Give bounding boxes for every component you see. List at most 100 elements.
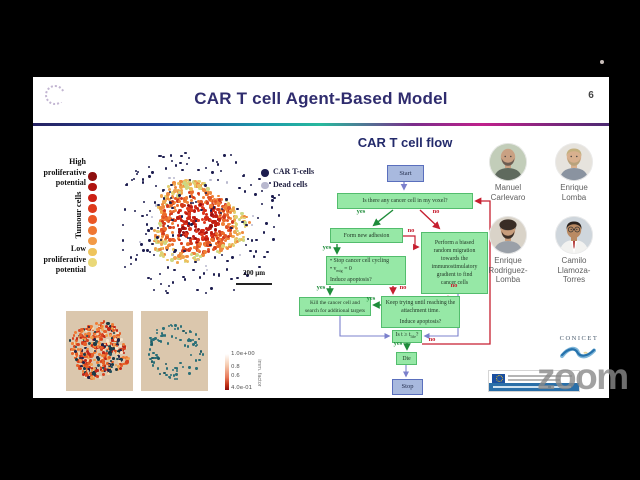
tumour-cell-dot	[219, 248, 223, 252]
tumour-cell-dot	[195, 240, 199, 244]
cart-cell-dot	[204, 191, 208, 195]
tumour-cell-dot	[180, 233, 184, 237]
colony-cell-dot	[84, 372, 89, 376]
cart-cell-dot	[174, 366, 177, 369]
dead-legend-dot	[261, 181, 269, 189]
tumour-cell-dot	[204, 199, 208, 203]
colony-cell-dot	[120, 364, 123, 368]
colony-cell-dot	[119, 344, 123, 348]
tumour-cell-dot	[168, 225, 173, 230]
tumour-cell-dot	[179, 191, 183, 195]
colony-cell-dot	[84, 332, 88, 336]
cart-cell-dot	[223, 154, 226, 157]
colony-cell-dot	[94, 349, 97, 353]
tumour-cell-dot	[185, 254, 189, 258]
tumour-cell-dot	[184, 211, 189, 215]
cart-cell-dot	[226, 260, 229, 263]
colony-cell-dot	[85, 338, 89, 343]
tumour-cell-dot	[233, 237, 237, 241]
cart-cell-dot	[187, 222, 191, 225]
cart-cell-dot	[162, 156, 165, 159]
cart-cell-dot	[122, 248, 125, 251]
cart-cell-dot	[169, 196, 172, 199]
cart-cell-dot	[245, 223, 248, 227]
colony-cell-dot	[94, 330, 97, 334]
flow-node-lifetime-check: Is t ≥ tlife?	[392, 330, 422, 343]
colony-cell-dot	[111, 357, 115, 361]
tumour-gradient-dot	[88, 204, 97, 213]
colony-cell-dot	[96, 361, 99, 364]
tumour-cell-dot	[178, 179, 183, 184]
dead-cell-dot	[226, 181, 229, 184]
colony-cell-dot	[96, 335, 100, 338]
colony-cell-dot	[92, 338, 97, 342]
colony-cell-dot	[103, 368, 107, 372]
tumour-cell-dot	[221, 242, 225, 246]
tumour-cell-dot	[200, 232, 204, 237]
cart-cell-dot	[140, 243, 143, 246]
colony-cell-dot	[120, 351, 123, 355]
tumour-cell-dot	[217, 251, 221, 255]
colony-cell-dot	[86, 347, 89, 351]
colony-cell-dot	[93, 346, 98, 351]
cart-cell-dot	[149, 337, 152, 340]
cart-cell-dot	[167, 284, 171, 287]
cart-cell-dot	[192, 343, 195, 346]
tumour-cell-dot	[210, 207, 215, 211]
legend-low-label: Low proliferative potential	[43, 244, 86, 274]
tumour-cell-dot	[165, 217, 169, 222]
cart-cell-dot	[236, 276, 239, 280]
tumour-cell-dot	[211, 194, 215, 198]
cart-cell-dot	[266, 250, 269, 254]
colony-cell-dot	[116, 349, 121, 354]
colony-cell-dot	[76, 363, 80, 368]
colony-cell-dot	[117, 359, 121, 363]
person-photo	[555, 216, 593, 254]
colony-cell-dot	[113, 343, 116, 346]
colony-cell-dot	[86, 359, 90, 363]
cart-cell-dot	[194, 340, 197, 344]
tumour-cell-dot	[229, 232, 233, 236]
cart-cell-dot	[157, 203, 160, 206]
cart-cell-dot	[209, 243, 212, 247]
cart-cell-dot	[130, 262, 133, 265]
cart-cell-dot	[180, 154, 183, 158]
eu-text-line	[508, 379, 560, 381]
tumour-cell-dot	[196, 249, 200, 253]
colony-cell-dot	[95, 330, 99, 334]
cart-cell-dot	[181, 366, 185, 369]
tumour-cell-dot	[180, 242, 183, 245]
cart-cell-dot	[145, 223, 149, 226]
tumour-cell-dot	[217, 240, 221, 244]
tumour-cell-dot	[181, 230, 185, 234]
tumour-cell-dot	[192, 246, 196, 250]
tumour-gradient-dot	[88, 236, 97, 246]
cart-cell-dot	[149, 357, 152, 361]
colony-cell-dot	[105, 358, 108, 361]
tumour-cell-dot	[211, 220, 216, 225]
cart-cell-dot	[132, 178, 135, 181]
cart-cell-dot	[272, 225, 276, 229]
cart-cell-dot	[170, 159, 174, 162]
tumour-cell-dot	[241, 235, 245, 239]
tumour-cell-dot	[218, 242, 222, 246]
colony-cell-dot	[86, 368, 91, 372]
colony-cell-dot	[118, 349, 122, 353]
colony-cell-dot	[96, 346, 100, 350]
tumour-cell-dot	[197, 180, 201, 184]
tumour-cell-dot	[187, 227, 192, 231]
colony-cell-dot	[116, 332, 119, 335]
colony-cell-dot	[110, 362, 114, 366]
colony-cell-dot	[91, 329, 94, 332]
tumour-cell-dot	[176, 211, 180, 215]
cart-cell-dot	[172, 374, 176, 377]
tumour-cell-dot	[202, 188, 207, 193]
tumour-cell-dot	[182, 245, 186, 249]
dead-legend-label: Dead cells	[273, 180, 308, 189]
cart-cell-dot	[209, 209, 213, 212]
cart-cell-dot	[125, 183, 129, 186]
tumour-cell-dot	[217, 194, 221, 198]
